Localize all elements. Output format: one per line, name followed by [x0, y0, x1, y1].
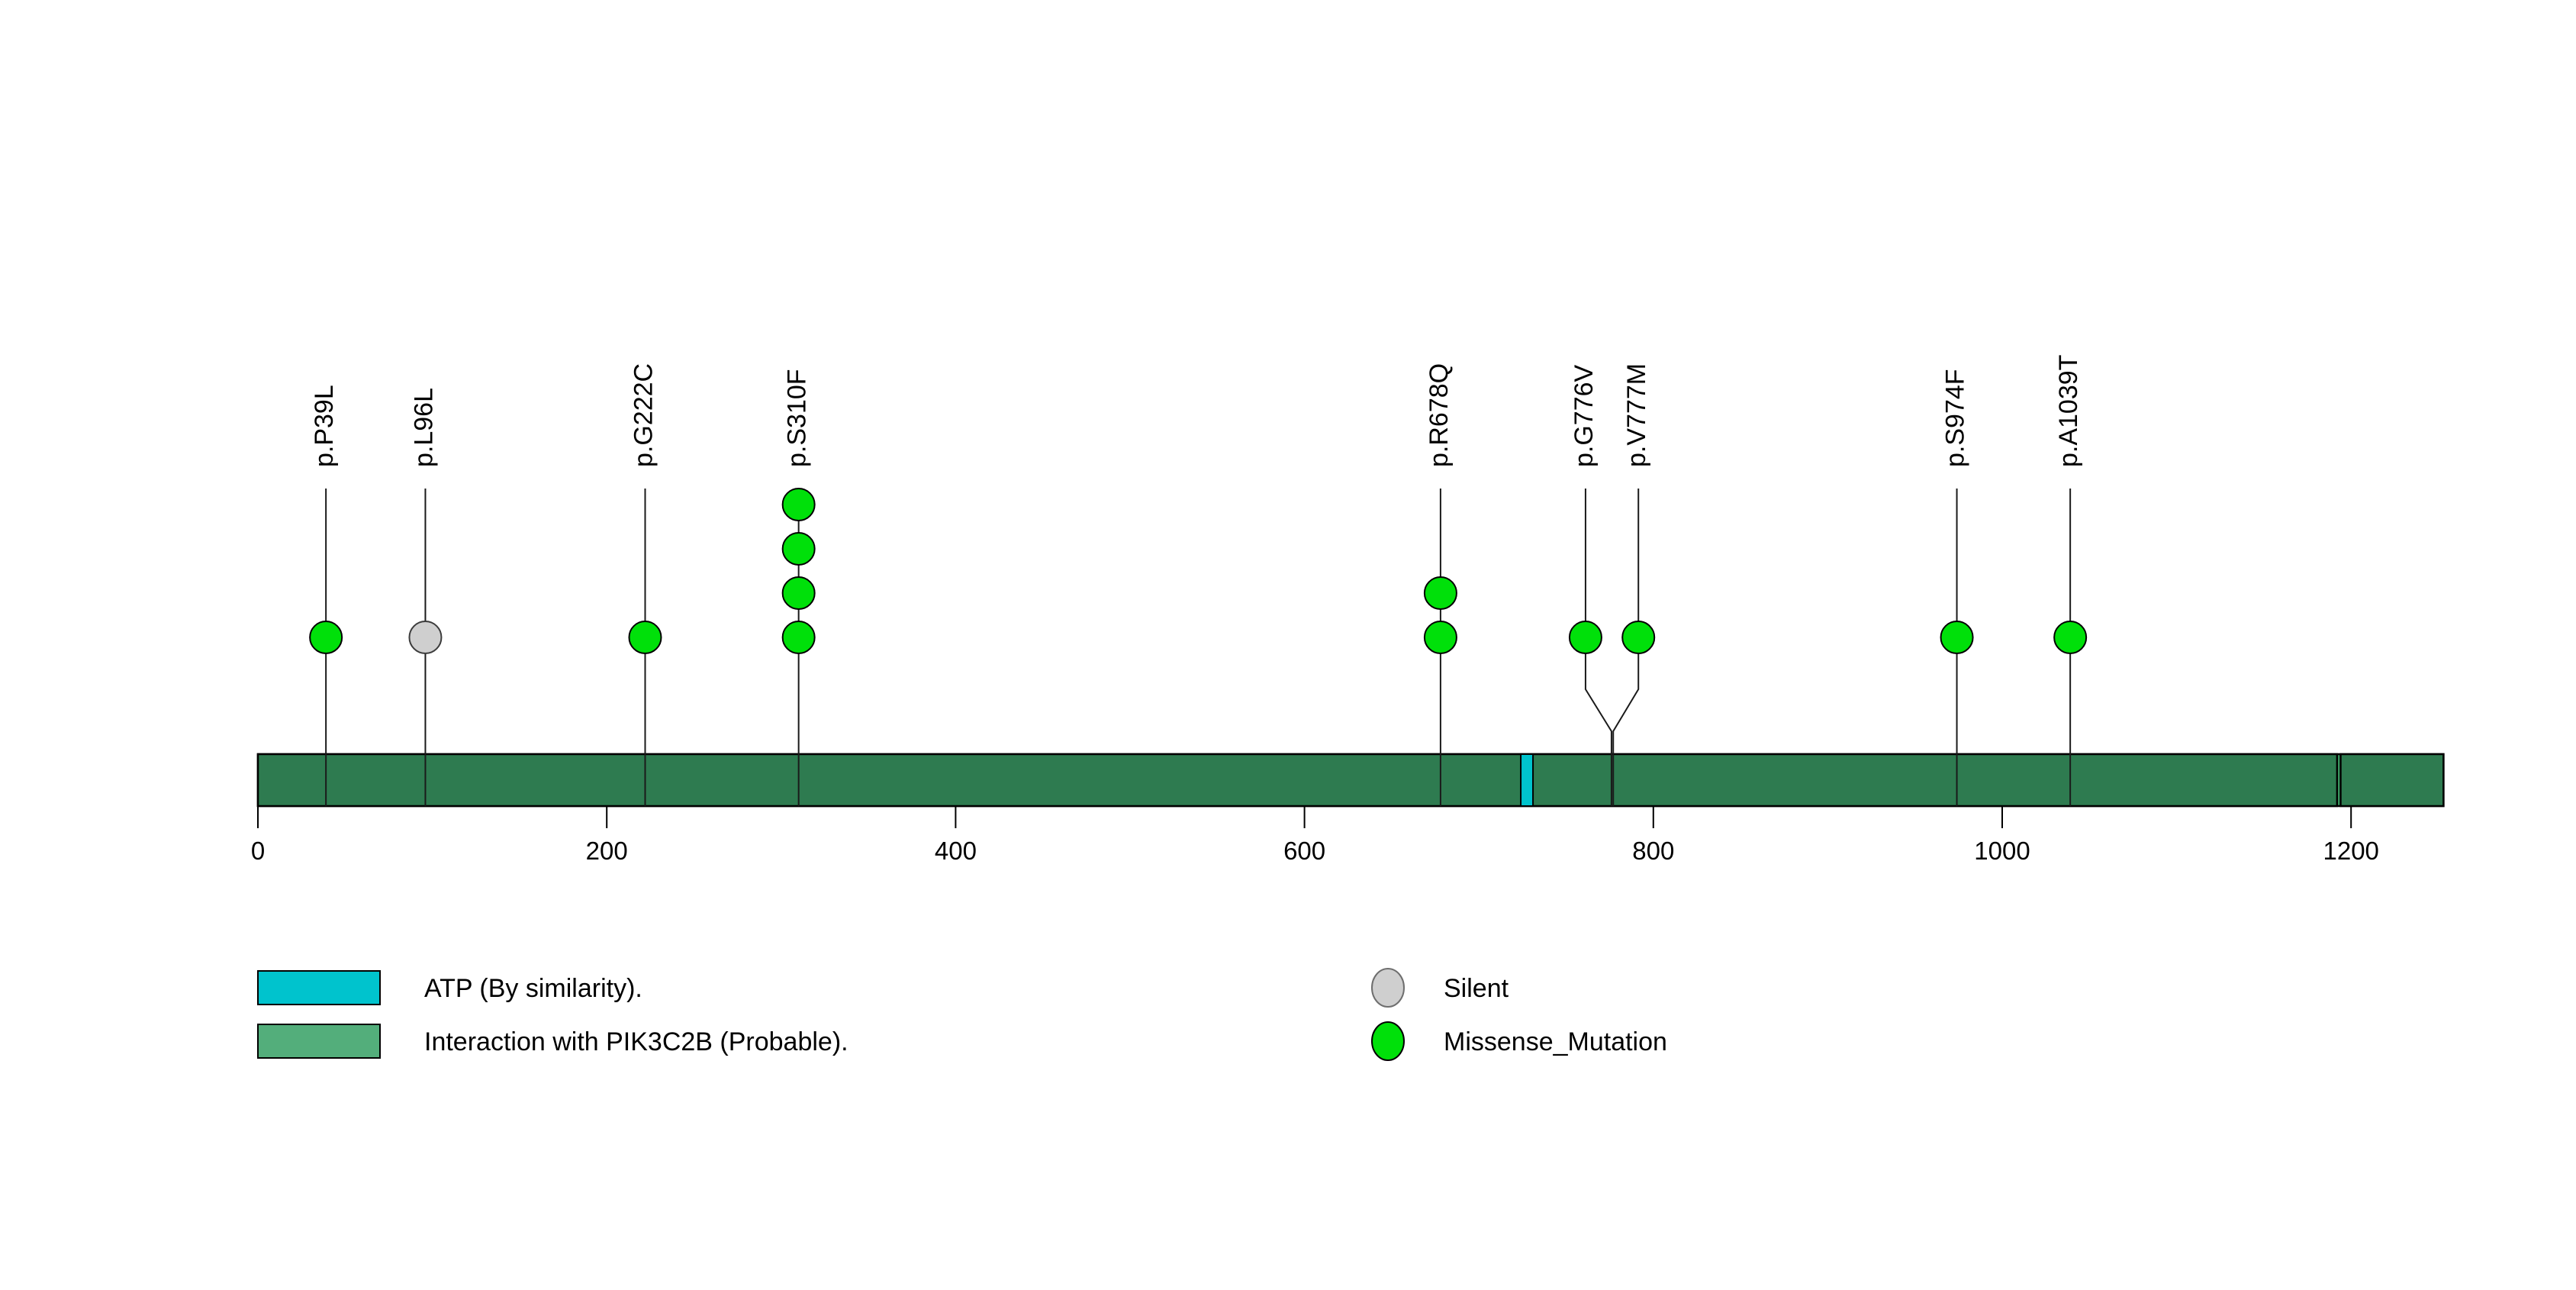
mutation-label: p.R678Q: [1425, 363, 1454, 467]
legend-domain-swatch: [257, 1024, 381, 1059]
mutation-label: p.S974F: [1941, 369, 1970, 467]
mutation-label: p.L96L: [409, 388, 438, 467]
axis-tick-label: 400: [935, 837, 977, 865]
mutation-circle: [781, 621, 816, 654]
domain-atp: [1520, 753, 1534, 807]
mutation-circle: [1940, 621, 1974, 654]
mutation-label: p.P39L: [310, 385, 339, 467]
legend-mutation-label: Silent: [1444, 974, 1509, 1003]
axis-tick-label: 200: [586, 837, 628, 865]
mutation-circle: [1423, 621, 1457, 654]
mutation-circle: [408, 621, 443, 654]
mutation-circle: [1568, 621, 1602, 654]
axis-tick-label: 0: [251, 837, 265, 865]
mutation-label: p.G222C: [629, 363, 658, 467]
mutation-circle: [781, 576, 816, 610]
legend-domain-label: Interaction with PIK3C2B (Probable).: [424, 1027, 848, 1056]
mutation-circle: [781, 488, 816, 521]
axis-tick-label: 800: [1632, 837, 1674, 865]
mutation-label: p.A1039T: [2054, 355, 2083, 467]
mutation-circle: [1423, 576, 1457, 610]
legend-domain-label: ATP (By similarity).: [424, 974, 642, 1003]
mutation-label: p.S310F: [783, 369, 812, 467]
lollipop-stem: [1584, 489, 1612, 806]
mutation-circle: [309, 621, 343, 654]
legend-mutation-swatch: [1371, 1021, 1405, 1061]
legend-mutation-swatch: [1371, 968, 1405, 1008]
axis-tick-label: 1200: [2323, 837, 2378, 865]
legend-domain-swatch: [257, 970, 381, 1005]
mutation-circle: [2053, 621, 2088, 654]
axis-tick-label: 600: [1283, 837, 1325, 865]
mutation-label: p.G776V: [1570, 364, 1599, 467]
axis-tick-label: 1000: [1974, 837, 2030, 865]
legend-mutation-label: Missense_Mutation: [1444, 1027, 1667, 1056]
mutation-circle: [781, 532, 816, 566]
lollipop-stem: [1612, 489, 1640, 806]
domain-interaction-pik3c2b: [256, 753, 2339, 808]
domain-interaction-pik3c2b: [2339, 753, 2445, 808]
mutation-circle: [628, 621, 662, 654]
mutation-circle: [1621, 621, 1656, 654]
mutation-label: p.V777M: [1622, 363, 1651, 467]
